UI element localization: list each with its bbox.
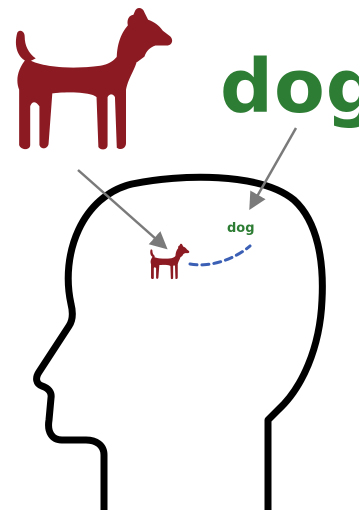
word-large: dog [220, 44, 359, 130]
word-small: dog [227, 221, 255, 236]
large-dog-icon [16, 8, 172, 149]
small-dog-icon [150, 244, 189, 279]
association-link [190, 246, 250, 265]
head-outline [37, 177, 323, 510]
